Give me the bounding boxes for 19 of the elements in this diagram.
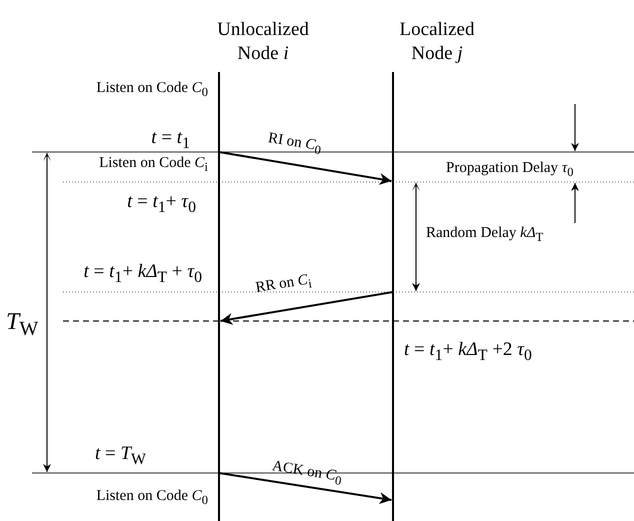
time-label: t = t$_{1}$+ τ$_{0}$ [127, 192, 196, 216]
message-arrow [218, 151, 392, 185]
lifeline-header: Localized Node j [398, 18, 476, 66]
state-label: Listen on Code C$_{0}$ [96, 80, 208, 100]
message-arrow [220, 291, 394, 325]
time-label: t = t$_{1}$+ kΔ$_{T}$ + τ$_{0}$ [84, 262, 202, 286]
lifeline-header: Unlocalized Node i [216, 18, 310, 66]
edge-label: RI on C$_{0}$ [266, 130, 323, 158]
edge-label: RR on C$_{i}$ [254, 271, 313, 298]
state-label: Listen on Code C$_{0}$ [96, 488, 208, 508]
time-label: t = T$_{W}$ [94, 444, 146, 468]
state-label: Listen on Code C$_{i}$ [99, 155, 208, 175]
edge-label: ACK on C$_{0}$ [270, 458, 344, 489]
duration-label: T$_{W}$ [6, 309, 38, 340]
time-label: t = t$_{1}$+ kΔ$_{T}$ +2 τ$_{0}$ [404, 340, 532, 364]
delay-label: Random Delay kΔ$_{T}$ [426, 225, 544, 245]
message-arrow [218, 472, 392, 504]
time-label: t = t$_{1}$ [151, 128, 190, 152]
delay-label: Propagation Delay τ$_{0}$ [446, 160, 574, 180]
